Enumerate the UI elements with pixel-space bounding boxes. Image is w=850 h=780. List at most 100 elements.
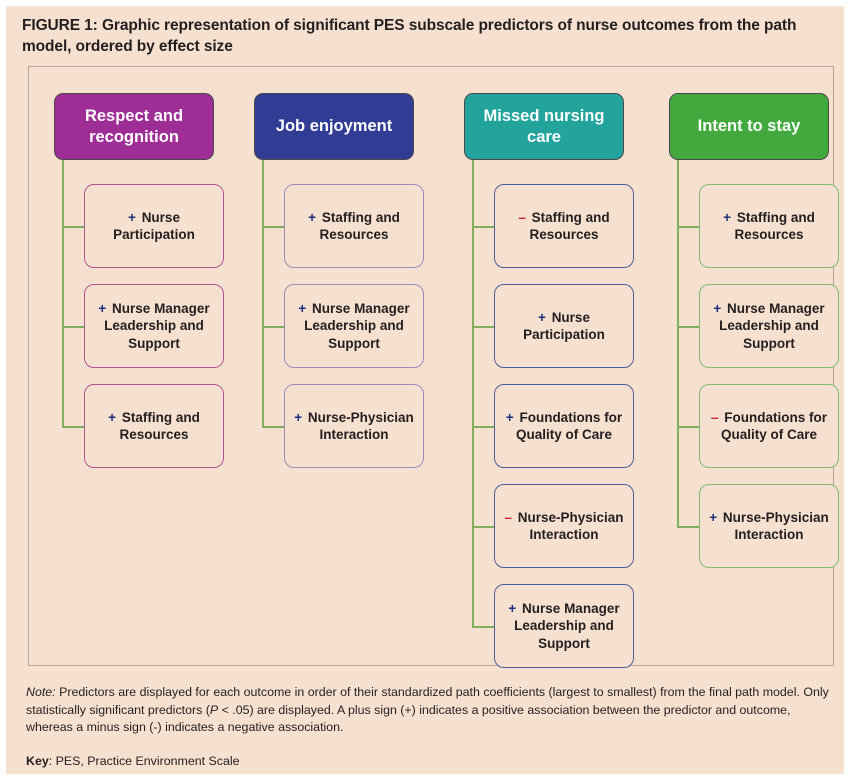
predictor-label: Nurse Participation (113, 209, 195, 242)
negative-sign-icon: – (710, 409, 719, 425)
key-lead-label: Key (26, 753, 49, 768)
predictor-label: Nurse Participation (523, 309, 605, 342)
key-paragraph: Key: PES, Practice Environment Scale (26, 753, 838, 771)
positive-sign-icon: + (723, 209, 732, 225)
positive-sign-icon: + (713, 301, 722, 317)
predictor-box[interactable]: + Staffing and Resources (84, 384, 224, 468)
predictor-text: + Staffing and Resources (706, 209, 832, 243)
connector-stub (677, 426, 699, 428)
predictor-text: + Nurse Manager Leadership and Support (91, 300, 217, 351)
predictor-text: + Nurse Manager Leadership and Support (706, 300, 832, 351)
predictor-text: + Staffing and Resources (291, 209, 417, 243)
predictor-text: + Nurse Participation (501, 309, 627, 343)
predictor-text: + Foundations for Quality of Care (501, 409, 627, 443)
positive-sign-icon: + (538, 309, 546, 325)
negative-sign-icon: – (504, 509, 512, 525)
positive-sign-icon: + (298, 301, 307, 317)
positive-sign-icon: + (294, 409, 303, 425)
note-p-symbol: P (209, 702, 219, 717)
outcome-header-job-enjoyment[interactable]: Job enjoyment (254, 93, 414, 160)
connector-trunk (472, 160, 474, 626)
predictor-box[interactable]: + Nurse-Physician Interaction (699, 484, 839, 568)
outcome-header-respect-and-recognition[interactable]: Respect and recognition (54, 93, 214, 160)
outcome-column-respect-and-recognition: Respect and recognition + Nurse Participa… (40, 66, 240, 666)
positive-sign-icon: + (508, 601, 517, 617)
connector-stub (677, 226, 699, 228)
note-text-part-1: Predictors are displayed for each outcom… (26, 685, 829, 717)
predictor-label: Nurse Manager Leadership and Support (304, 301, 410, 351)
predictor-label: Nurse Manager Leadership and Support (104, 301, 210, 351)
connector-stub (262, 326, 284, 328)
predictor-box[interactable]: + Staffing and Resources (699, 184, 839, 268)
connector-stub (472, 526, 494, 528)
predictor-text: + Nurse Manager Leadership and Support (291, 300, 417, 351)
predictor-label: Nurse Manager Leadership and Support (514, 601, 620, 651)
predictor-box[interactable]: + Nurse Participation (494, 284, 634, 368)
predictor-box[interactable]: + Nurse Participation (84, 184, 224, 268)
figure-number-label: FIGURE 1: (22, 17, 98, 34)
predictor-text: + Nurse Participation (91, 209, 217, 243)
predictor-box[interactable]: + Staffing and Resources (284, 184, 424, 268)
note-paragraph: Note: Predictors are displayed for each … (26, 684, 838, 737)
predictor-box[interactable]: + Nurse-Physician Interaction (284, 384, 424, 468)
predictor-box[interactable]: – Staffing and Resources (494, 184, 634, 268)
figure-notes: Note: Predictors are displayed for each … (26, 684, 838, 770)
predictor-label: Staffing and Resources (529, 209, 610, 242)
outcome-column-job-enjoyment: Job enjoyment+ Staffing and Resources+ N… (240, 66, 440, 666)
positive-sign-icon: + (308, 209, 317, 225)
predictor-box[interactable]: – Foundations for Quality of Care (699, 384, 839, 468)
predictor-box[interactable]: – Nurse-Physician Interaction (494, 484, 634, 568)
positive-sign-icon: + (108, 409, 117, 425)
connector-stub (472, 226, 494, 228)
connector-stub (677, 326, 699, 328)
predictor-text: + Nurse-Physician Interaction (706, 509, 832, 543)
connector-trunk (677, 160, 679, 526)
connector-stub (62, 226, 84, 228)
negative-sign-icon: – (518, 209, 526, 225)
outcome-header-missed-nursing-care[interactable]: Missed nursing care (464, 93, 624, 160)
diagram-columns: Respect and recognition + Nurse Participa… (28, 66, 839, 668)
outcome-column-intent-to-stay: Intent to stay+ Staffing and Resources+ … (655, 66, 844, 666)
connector-stub (262, 226, 284, 228)
figure-caption: Graphic representation of significant PE… (22, 17, 797, 55)
predictor-label: Staffing and Resources (119, 409, 200, 442)
positive-sign-icon: + (709, 509, 718, 525)
connector-stub (62, 426, 84, 428)
key-text: : PES, Practice Environment Scale (48, 753, 240, 768)
predictor-box[interactable]: + Nurse Manager Leadership and Support (284, 284, 424, 368)
predictor-label: Foundations for Quality of Care (720, 409, 827, 442)
connector-trunk (262, 160, 264, 426)
predictor-label: Nurse Manager Leadership and Support (719, 301, 825, 351)
predictor-label: Foundations for Quality of Care (515, 409, 623, 442)
note-text-part-2: < .05) are displayed. A plus sign (+) in… (26, 702, 791, 735)
predictor-box[interactable]: + Nurse Manager Leadership and Support (494, 584, 634, 668)
predictor-text: + Nurse-Physician Interaction (291, 409, 417, 443)
predictor-box[interactable]: + Nurse Manager Leadership and Support (84, 284, 224, 368)
connector-stub (62, 326, 84, 328)
predictor-label: Staffing and Resources (319, 209, 400, 242)
predictor-label: Staffing and Resources (734, 209, 815, 242)
outcome-header-intent-to-stay[interactable]: Intent to stay (669, 93, 829, 160)
connector-stub (472, 626, 494, 628)
connector-stub (677, 526, 699, 528)
outcome-column-missed-nursing-care: Missed nursing care – Staffing and Resour… (450, 66, 650, 668)
connector-trunk (62, 160, 64, 426)
note-lead-label: Note: (26, 685, 56, 699)
predictor-text: + Nurse Manager Leadership and Support (501, 600, 627, 651)
connector-stub (472, 326, 494, 328)
predictor-label: Nurse-Physician Interaction (307, 409, 414, 442)
predictor-text: – Nurse-Physician Interaction (501, 509, 627, 543)
predictor-box[interactable]: + Foundations for Quality of Care (494, 384, 634, 468)
positive-sign-icon: + (98, 301, 107, 317)
predictor-text: – Staffing and Resources (501, 209, 627, 243)
connector-stub (262, 426, 284, 428)
positive-sign-icon: + (128, 209, 136, 225)
positive-sign-icon: + (505, 409, 514, 425)
figure-title: FIGURE 1: Graphic representation of sign… (22, 16, 834, 57)
predictor-label: Nurse-Physician Interaction (722, 509, 829, 542)
connector-stub (472, 426, 494, 428)
predictor-box[interactable]: + Nurse Manager Leadership and Support (699, 284, 839, 368)
predictor-label: Nurse-Physician Interaction (517, 509, 624, 542)
predictor-text: + Staffing and Resources (91, 409, 217, 443)
